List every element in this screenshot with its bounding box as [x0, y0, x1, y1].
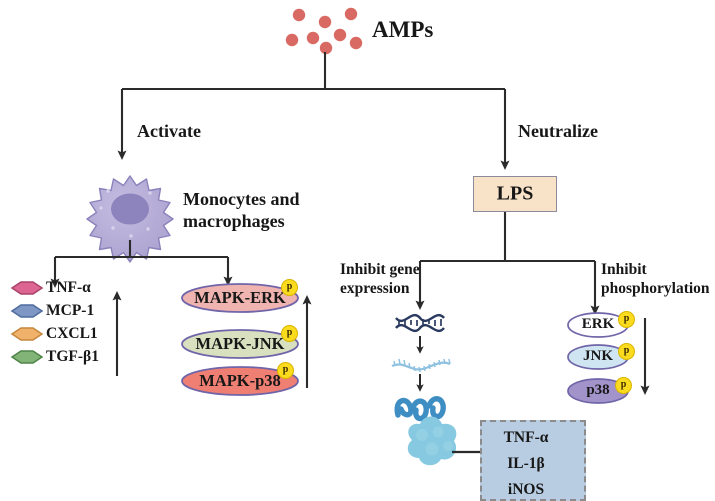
phospho-badge-kinase-p38: p [615, 377, 632, 394]
macrophage-split-connector [50, 240, 233, 288]
lps-split-connector [415, 212, 600, 315]
folded-protein-icon [407, 416, 457, 466]
outcome-cytokine-box: TNF-α IL-1β iNOS [480, 420, 586, 501]
cytokine-hexagon-icons [10, 281, 44, 364]
dna-helix-icon [395, 313, 445, 333]
outcome-item-il1b: IL-1β [507, 455, 545, 472]
phospho-badge-kinase-jnk: p [618, 343, 635, 360]
cytokine-label: TGF-β1 [46, 348, 99, 365]
kinase-jnk-label: JNK [583, 348, 613, 364]
mapk-ellipse-icons [181, 283, 299, 396]
outcome-item-inos: iNOS [507, 481, 545, 498]
mapk-erk-label: MAPK-ERK [194, 288, 286, 307]
cytokine-label: CXCL1 [46, 325, 98, 342]
amps-label: AMPs [372, 17, 434, 42]
cytokine-row-tgfb1: TGF-β1 [46, 348, 99, 366]
phospho-badge-jnk: p [281, 325, 298, 342]
macrophage-label-line2: macrophages [183, 211, 285, 231]
amps-peptide-dots [285, 7, 363, 55]
kinase-ellipse-icons [567, 312, 629, 404]
cytokine-row-mcp1: MCP-1 [46, 302, 94, 320]
phospho-badge-p38: p [277, 362, 294, 379]
inhibit-gene-label-line1: Inhibit gene [340, 261, 420, 278]
inhibit-phos-label-line2: phosphorylation [601, 280, 710, 297]
cytokine-row-cxcl1: CXCL1 [46, 325, 98, 343]
phospho-badge-erk: p [281, 279, 298, 296]
cytokine-label: MCP-1 [46, 302, 95, 319]
cytokine-row-tnfa: TNF-α [46, 279, 91, 297]
outcome-item-tnfa: TNF-α [503, 429, 549, 446]
neutralize-label: Neutralize [518, 121, 598, 141]
inhibit-gene-label-line2: expression [340, 280, 410, 297]
main-split-connector [117, 52, 510, 170]
phospho-badge-kinase-erk: p [618, 311, 635, 328]
mrna-strand-icon [391, 358, 451, 373]
kinase-erk-label: ERK [581, 316, 615, 332]
mapk-p38-label: MAPK-p38 [199, 371, 281, 390]
lps-label: LPS [496, 182, 534, 205]
polypeptide-chain-icon [394, 396, 446, 422]
macrophage-label-line1: Monocytes and [183, 189, 300, 209]
mapk-jnk-label: MAPK-JNK [195, 334, 285, 353]
lps-box: LPS [473, 176, 557, 212]
macrophage-cell-icon [86, 175, 174, 263]
kinase-p38-label: p38 [586, 382, 610, 398]
activate-label: Activate [137, 121, 201, 141]
inhibit-phos-label-line1: Inhibit [601, 261, 647, 278]
cytokine-label: TNF-α [46, 279, 91, 296]
